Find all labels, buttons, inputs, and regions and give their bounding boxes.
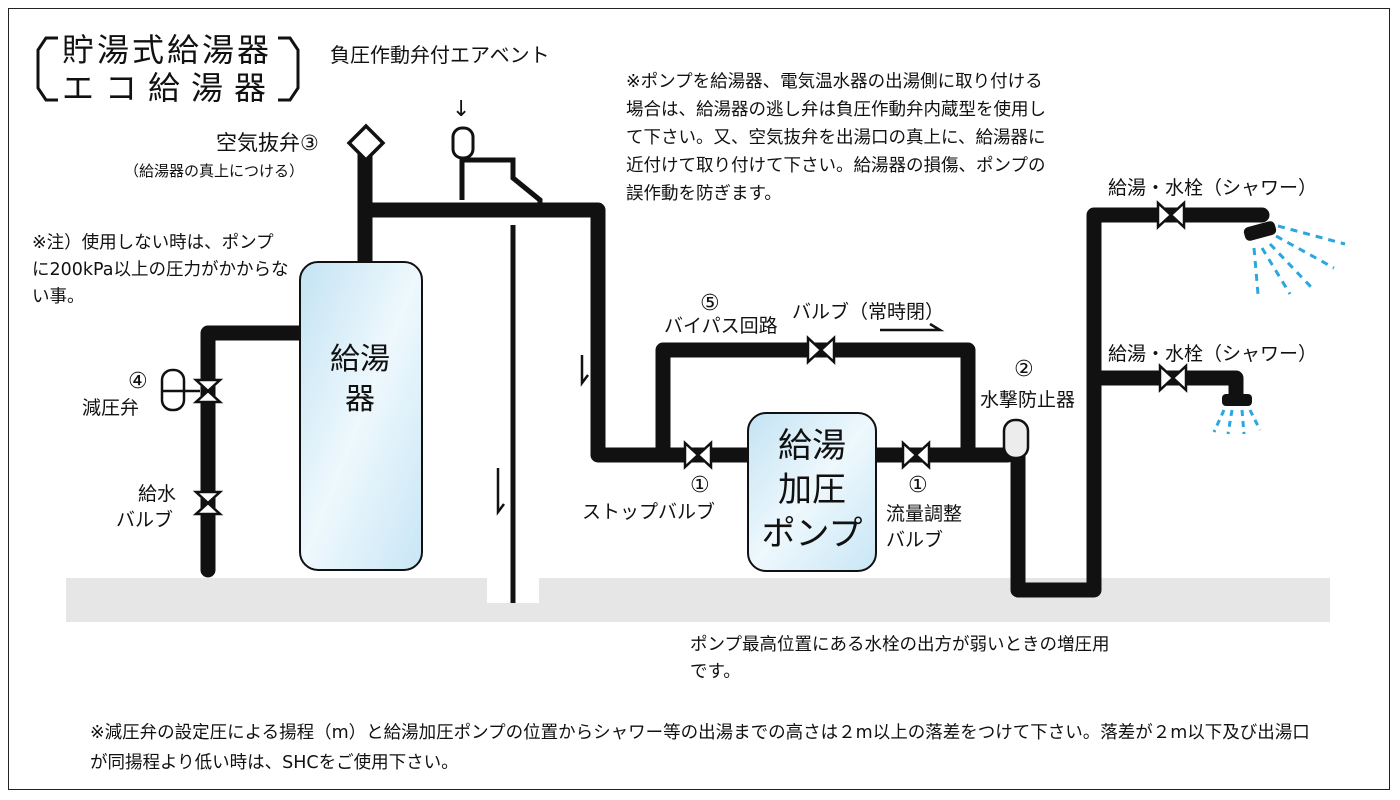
diagram-frame	[8, 8, 1390, 790]
pump-label: 給湯 加圧 ポンプ	[748, 424, 876, 556]
pump-label-2: 加圧	[778, 470, 846, 510]
caution-note: ※注）使用しない時は、ポンプに200kPa以上の圧力がかからない事。	[32, 233, 289, 307]
pipes	[200, 147, 1270, 598]
water-heater-tank	[299, 261, 423, 571]
pressure-reducing-valve-label: 減圧弁	[82, 397, 140, 419]
title-line-2: エコ給湯器	[62, 69, 278, 107]
air-vent-label: 負圧作動弁付エアベント	[330, 43, 550, 67]
supply-pipe	[200, 325, 308, 578]
footer-note: ※減圧弁の設定圧による揚程（m）と給湯加圧ポンプの位置からシャワー等の出湯までの…	[90, 723, 1310, 773]
pump-label-3: ポンプ	[761, 514, 863, 554]
shower-head-top-icon	[1243, 221, 1346, 295]
riser-pipe	[1010, 207, 1270, 598]
supply-valve-label-2: バルブ	[116, 509, 174, 531]
air-release-valve-icon	[346, 123, 386, 163]
water-heater-text: 給湯器	[330, 342, 390, 417]
hammer-num: ②	[1014, 357, 1034, 382]
purpose-note: ポンプ最高位置にある水栓の出方が弱いときの増圧用です。	[690, 635, 1110, 682]
faucet-top-label: 給湯・水栓（シャワー）	[1108, 177, 1318, 199]
flow-arrows	[496, 322, 945, 516]
bypass-valve-label: バルブ（常時閉）	[792, 301, 945, 323]
bypass-valve-icon	[806, 335, 836, 365]
floor	[66, 578, 1330, 622]
flow-arrow-down-2	[496, 468, 505, 516]
air-release-valve-label: 空気抜弁③	[216, 131, 319, 155]
shower-head-mid-icon	[1212, 394, 1262, 435]
water-hammer-arrester-icon	[1002, 418, 1030, 460]
bypass-label: バイパス回路	[664, 315, 778, 337]
flow-valve-icon	[901, 440, 931, 470]
air-vent	[451, 126, 475, 160]
pump-box	[747, 412, 877, 572]
air-vent-pipe	[459, 157, 543, 210]
stop-valve-icon	[683, 440, 713, 470]
flow-arrow-bypass	[880, 322, 945, 332]
pump-label-1: 給湯	[778, 426, 846, 466]
faucet-mid-label: 給湯・水栓（シャワー）	[1108, 343, 1318, 365]
faucet-top-valve-icon	[1156, 200, 1186, 230]
flow-valve-num: ①	[908, 473, 928, 498]
supply-valve-label-1: 給水	[138, 483, 177, 505]
flow-valve-label-2: バルブ	[886, 529, 944, 551]
bypass-num: ⑤	[700, 291, 720, 316]
supply-valve-icon	[192, 490, 224, 516]
air-release-note: （給湯器の真上につける）	[124, 162, 305, 180]
hammer-label: 水撃防止器	[980, 389, 1076, 411]
pressure-reducing-valve-num: ④	[128, 369, 148, 394]
title-line-1: 貯湯式給湯器	[62, 31, 273, 69]
title-bracket	[36, 36, 300, 102]
water-heater-label: 給湯器	[330, 340, 390, 420]
flow-valve-label-1: 流量調整	[886, 503, 963, 525]
pump-note: ※ポンプを給湯器、電気温水器の出湯側に取り付ける場合は、給湯器の逃し弁は負圧作動…	[626, 72, 1046, 204]
pressure-reducing-valve-icon	[192, 378, 224, 404]
hot-outlet-pipe	[357, 202, 756, 463]
air-vent-arrow: ↓	[452, 97, 471, 122]
stop-valve-label: ストップバルブ	[582, 501, 716, 523]
stop-valve-num: ①	[690, 473, 710, 498]
faucet-mid-pipe	[1086, 370, 1244, 404]
flow-arrow-down-1	[580, 355, 589, 387]
faucet-mid-valve-icon	[1158, 363, 1188, 393]
valves	[192, 200, 1188, 516]
